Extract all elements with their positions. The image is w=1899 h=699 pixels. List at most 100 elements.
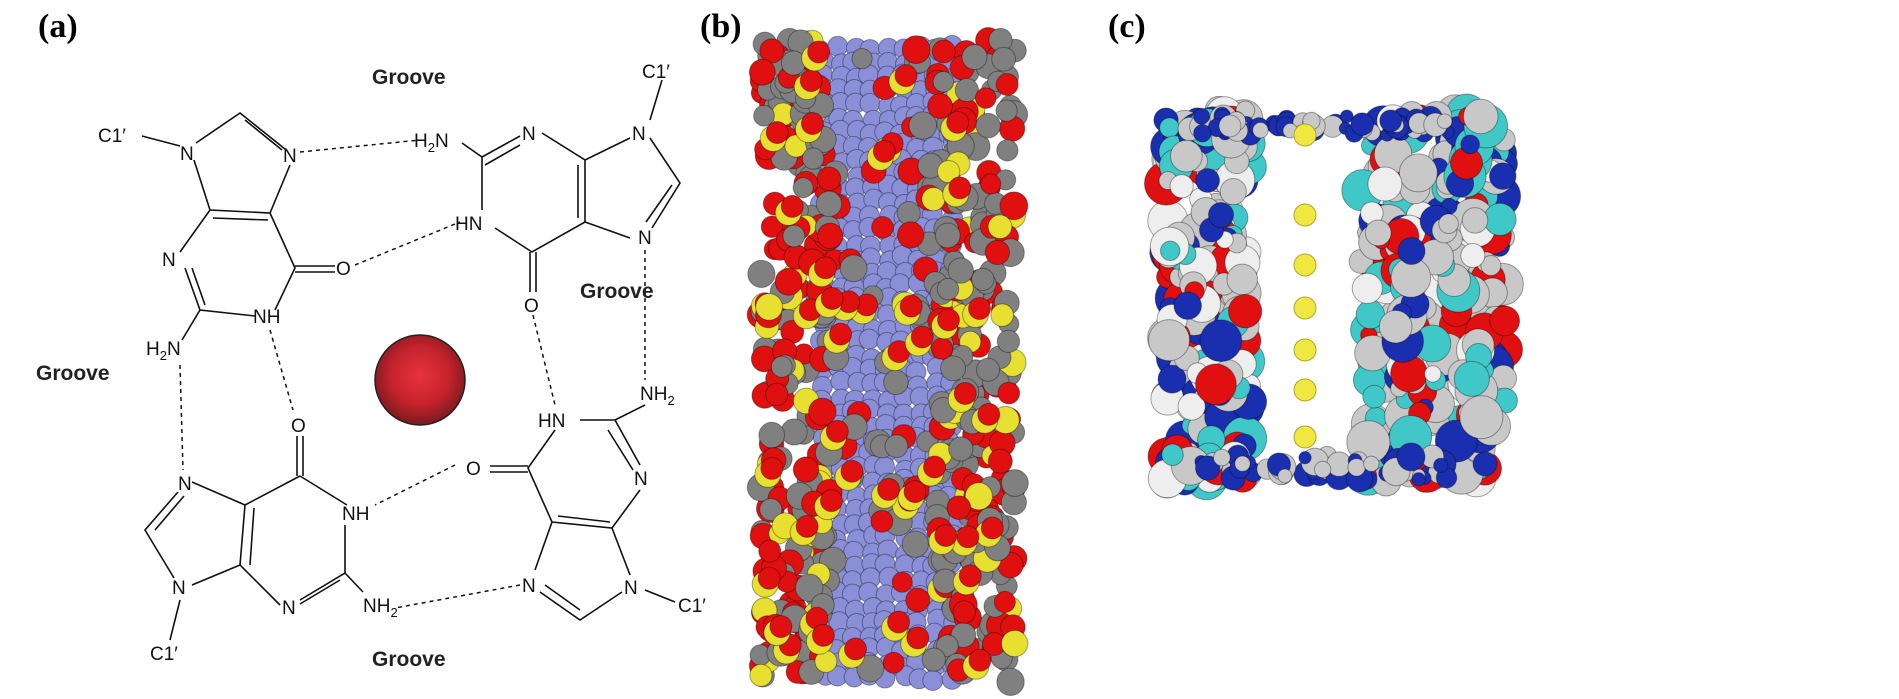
carbon-atom — [801, 147, 825, 170]
channel-ion — [1293, 203, 1317, 227]
groove-label-bottom: Groove — [372, 648, 446, 671]
svg-text:NH2: NH2 — [363, 596, 398, 620]
svg-text:O: O — [336, 259, 351, 280]
surface-patch — [1398, 153, 1438, 193]
c1-label: C1′ — [678, 596, 706, 617]
oxygen-atom — [984, 239, 1011, 266]
oxygen-atom — [887, 610, 911, 634]
oxygen-atom — [820, 287, 844, 311]
svg-text:N: N — [634, 469, 648, 490]
oxygen-atom — [807, 40, 831, 64]
channel-ion — [1293, 123, 1317, 147]
oxygen-atom — [882, 651, 905, 674]
oxygen-atom — [870, 509, 894, 533]
surface-patch — [1397, 237, 1426, 266]
oxygen-atom — [813, 256, 837, 280]
oxygen-atom — [934, 523, 958, 547]
oxygen-atom — [891, 571, 913, 593]
oxygen-atom — [759, 38, 785, 64]
oxygen-atom — [871, 215, 894, 239]
sulfur-atom — [990, 303, 1014, 327]
oxygen-atom — [980, 173, 1002, 195]
surface-patch — [1460, 134, 1480, 155]
hydrogen-bonds — [179, 139, 646, 609]
surface-patch — [1396, 442, 1426, 472]
surface-patch — [1227, 294, 1263, 329]
oxygen-atom — [910, 325, 934, 349]
carbon-atom — [975, 112, 1001, 139]
svg-text:N: N — [172, 578, 186, 599]
c1-label: C1′ — [98, 126, 126, 147]
svg-text:N: N — [180, 144, 194, 165]
surface-patch — [1277, 468, 1293, 484]
carbon-atom — [908, 111, 938, 140]
oxygen-atom — [760, 456, 784, 480]
oxygen-atom — [905, 587, 931, 613]
oxygen-atom — [946, 495, 972, 520]
surface-patch — [1234, 455, 1251, 472]
oxygen-atom — [819, 489, 843, 513]
oxygen-atom — [899, 294, 923, 318]
panel-b-label: (b) — [700, 8, 742, 45]
surface-patch — [1177, 392, 1206, 421]
oxygen-atom — [757, 566, 781, 590]
surface-patch — [1252, 121, 1269, 139]
carbon-atom — [851, 48, 873, 70]
svg-text:N: N — [522, 576, 536, 597]
surface-patch — [1207, 201, 1235, 229]
svg-text:NH: NH — [253, 307, 280, 328]
surface-patch — [1453, 360, 1490, 397]
groove-label-left: Groove — [36, 362, 110, 385]
surface-patch — [1480, 254, 1502, 276]
surface-patch — [1212, 448, 1231, 467]
channel-ion — [1293, 338, 1317, 362]
svg-text:HN: HN — [538, 411, 565, 432]
oxygen-atom — [792, 456, 820, 483]
carbon-atom — [839, 254, 868, 283]
carbon-atom — [792, 177, 814, 199]
surface-patch — [1199, 319, 1243, 363]
svg-text:N: N — [283, 146, 297, 167]
oxygen-atom — [765, 121, 789, 145]
panel-c-label: (c) — [1108, 8, 1146, 45]
carbon-atom — [747, 259, 776, 289]
sulfur-atom — [987, 214, 1013, 240]
oxygen-atom — [953, 381, 977, 405]
oxygen-atom — [816, 222, 844, 250]
oxygen-atom — [937, 308, 961, 332]
oxygen-atom — [980, 516, 1004, 540]
surface-patch — [1169, 139, 1203, 173]
sulfur-atom — [755, 293, 783, 321]
groove-label-right: Groove — [580, 280, 654, 303]
carbon-atom — [815, 190, 843, 218]
bonds — [141, 79, 681, 641]
oxygen-atom — [795, 514, 819, 538]
carbon-atom — [971, 267, 995, 292]
surface-patch — [1378, 309, 1413, 344]
oxygen-atom — [769, 615, 793, 639]
oxygen-atom — [844, 637, 868, 661]
carbon-atom — [996, 329, 1021, 354]
surface-patch — [1459, 395, 1504, 440]
surface-patch — [1219, 178, 1247, 206]
surface-patch — [1367, 166, 1403, 202]
surface-patch — [1161, 443, 1184, 467]
oxygen-atom — [968, 648, 992, 672]
carbon-atom — [947, 257, 974, 284]
surface-patch — [1461, 207, 1489, 234]
surface-patch — [1489, 305, 1521, 337]
svg-text:H2N: H2N — [414, 131, 449, 155]
surface-patch — [1193, 124, 1212, 143]
oxygen-atom — [758, 539, 782, 563]
central-cation — [374, 334, 466, 426]
sulfur-atom — [936, 159, 961, 184]
carbon-atom — [856, 654, 885, 683]
oxygen-atom — [974, 87, 997, 109]
surface-patch — [1298, 451, 1312, 465]
carbon-atom — [901, 530, 929, 558]
channel-ion — [1293, 296, 1317, 320]
carbon-atom — [921, 647, 946, 672]
surface-patch — [1472, 451, 1498, 477]
